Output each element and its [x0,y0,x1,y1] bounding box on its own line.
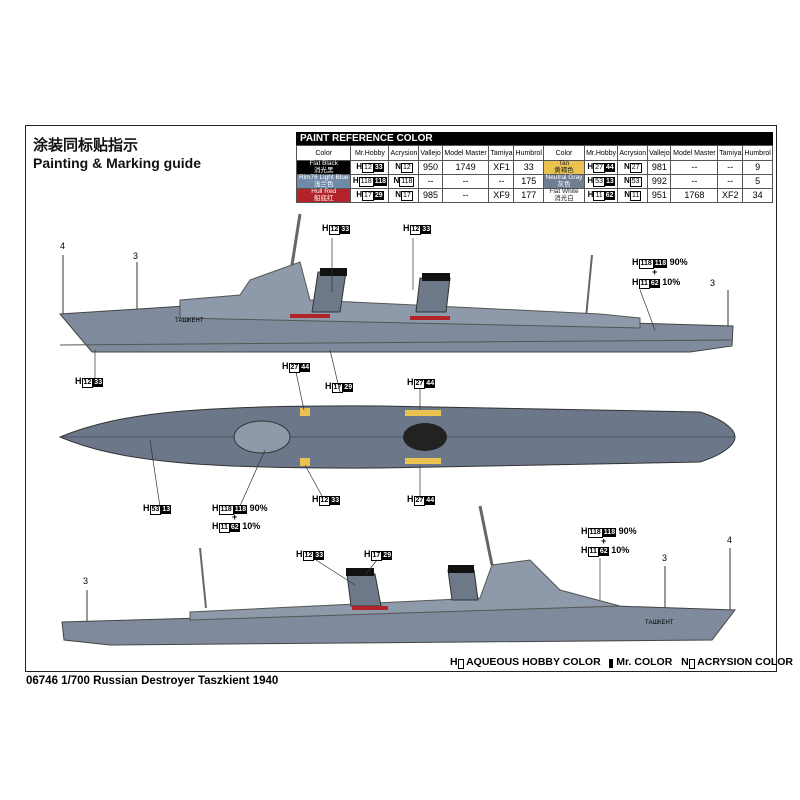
marking-number: 3 [662,553,668,563]
title-chinese: 涂装同标贴指示 [33,137,139,154]
plus-sign: + [601,536,607,546]
vallejo-code: -- [418,174,443,189]
color-name: Neutral Gray [545,174,583,181]
marking-number: 4 [727,535,733,545]
marking-number: 3 [133,251,139,261]
column-header: Mr.Hobby [583,145,619,161]
color-name: Rlm76 Light Blue [298,174,349,181]
color-name-cn: 灰色 [557,180,571,188]
tamiya-code: XF2 [717,188,744,203]
humbrol-code: 34 [742,188,773,203]
color-name-cn: 浅兰色 [313,180,334,188]
marking-number: 3 [83,576,89,586]
ship-side-profile-top [58,213,734,353]
ship-top-view [58,405,736,469]
leader-lines [94,238,656,600]
color-legend: H AQUEOUS HOBBY COLOR Mr. COLOR N ACRYSI… [450,656,794,669]
plus-sign: + [652,267,658,277]
title-english: Painting & Marking guide [33,155,202,171]
color-name-cn: 消光黑 [313,166,334,174]
ship-name-marking: ТАШКЕНТ [175,318,204,324]
filled-box-icon [609,659,614,668]
box-icon [688,659,695,669]
tamiya-code: XF9 [488,188,515,203]
marking-number: 4 [60,241,66,251]
color-name: Hull Red [311,188,337,195]
color-name: Flat White [549,188,579,195]
kit-caption: 06746 1/700 Russian Destroyer Taszkient … [26,675,279,687]
ship-name-marking: ТАШКЕНТ [645,620,674,626]
plus-sign: + [232,512,238,522]
color-name-cn: 船底红 [313,194,334,202]
color-name-cn: 消光白 [554,194,574,202]
guide-frame [25,125,777,672]
vallejo-code: 985 [418,188,443,203]
color-name: Tan [558,160,570,167]
color-name-cn: 黄褐色 [554,166,574,174]
paint-table-heading: PAINT REFERENCE COLOR [296,132,773,145]
box-icon [457,659,464,669]
vallejo-code: 951 [647,188,672,203]
ship-side-profile-bottom [61,505,736,646]
marking-number: 3 [710,278,716,288]
color-name: Flat Black [309,160,338,167]
